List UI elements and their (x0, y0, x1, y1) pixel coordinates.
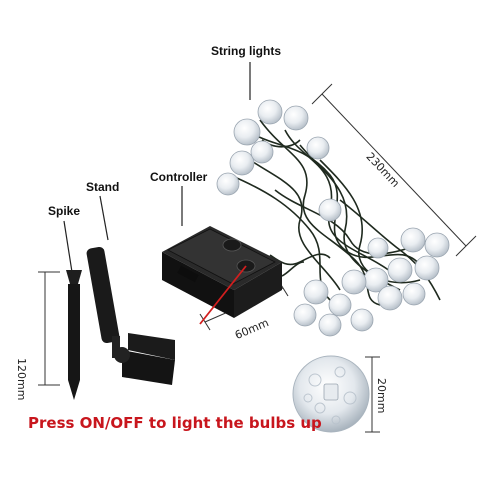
label-string-lights: String lights (211, 44, 281, 58)
label-controller: Controller (150, 170, 208, 184)
dimension-20mm-line (365, 356, 380, 433)
label-spike: Spike (48, 204, 81, 218)
bulb-closeup (292, 355, 370, 433)
controller-cable (281, 261, 305, 277)
label-stand: Stand (86, 180, 120, 194)
dimension-label-20mm: 20mm (375, 378, 388, 414)
bulbs (216, 99, 450, 337)
leader-lines (63, 62, 251, 273)
spike (66, 270, 82, 400)
dimension-230mm-line (311, 83, 477, 257)
dimension-label-120mm: 120mm (15, 358, 28, 401)
instruction-text: Press ON/OFF to light the bulbs up (28, 414, 322, 432)
switch-pointer (199, 265, 247, 325)
dimension-120mm-line (38, 271, 60, 386)
stand (86, 246, 175, 385)
controller-box (162, 226, 282, 318)
